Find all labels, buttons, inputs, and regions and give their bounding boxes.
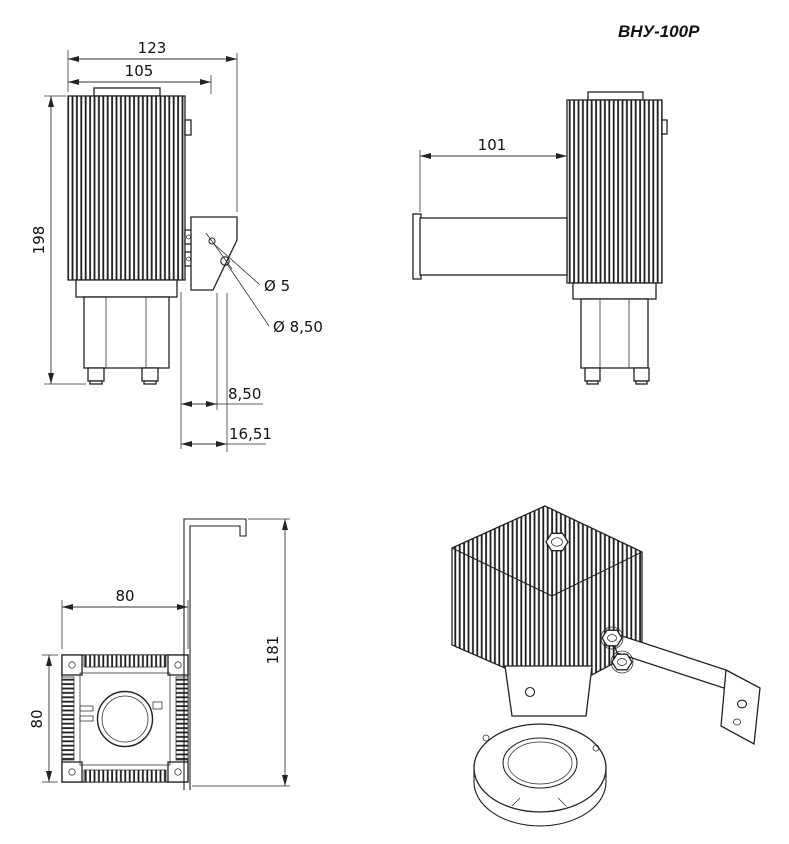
- side-view-body: [566, 91, 668, 385]
- corner-hole: [68, 661, 76, 669]
- isometric-view: [451, 505, 761, 827]
- clamp-bore: [96, 690, 154, 748]
- bottom-view-dimensions: 80 80 181: [28, 518, 290, 787]
- mounting-bracket-side: [190, 216, 238, 291]
- side-view-dimensions: 101: [419, 136, 567, 212]
- front-fin-block: [67, 95, 186, 281]
- dim-height: 198: [30, 226, 48, 255]
- clamp-lug-hole: [592, 744, 600, 752]
- front-view: 123 105 198 Ø 5 Ø 8,50 8,50 16,: [30, 39, 323, 452]
- corner-hole: [174, 768, 182, 776]
- top-hex-bolt: [545, 532, 569, 552]
- front-view-dimensions: 123 105 198 Ø 5 Ø 8,50 8,50 16,: [30, 39, 323, 452]
- hex-bolt: [611, 653, 633, 671]
- front-view-body: [67, 87, 193, 385]
- iso-clamp-ring: [473, 723, 607, 813]
- bottom-view-bracket-profile: [183, 518, 247, 790]
- side-view: 101: [412, 91, 668, 385]
- dim-bottom-depth: 80: [28, 709, 46, 728]
- iso-mount: [504, 665, 593, 717]
- plate-hole: [736, 699, 748, 709]
- dim-hole-large: Ø 8,50: [273, 318, 323, 336]
- side-view-arm: [412, 213, 568, 280]
- dim-hole-offset: 8,50: [228, 385, 261, 403]
- corner-hole: [68, 768, 76, 776]
- drawing-title: ВНУ-100Р: [618, 22, 700, 41]
- bottom-view-body: [61, 654, 189, 783]
- side-fin-block: [566, 99, 663, 284]
- dim-arm-length: 101: [478, 136, 507, 154]
- dim-bracket-height: 181: [264, 636, 282, 665]
- dim-overall-width: 123: [138, 39, 167, 57]
- hex-bolt: [601, 629, 623, 647]
- dim-bottom-width: 80: [115, 587, 134, 605]
- bracket-hole-small: [208, 237, 216, 245]
- front-view-bracket: [190, 216, 238, 291]
- bracket-arm: [419, 217, 568, 276]
- dim-body-width: 105: [125, 62, 154, 80]
- plate-hole: [733, 718, 741, 726]
- bottom-view: 80 80 181: [28, 518, 290, 790]
- clamp-lug-hole: [482, 734, 490, 742]
- dim-bracket-offset: 16,51: [229, 425, 272, 443]
- corner-hole: [174, 661, 182, 669]
- iso-bracket-plate: [720, 668, 761, 746]
- bracket-hole-large: [220, 256, 230, 266]
- dim-hole-small: Ø 5: [264, 277, 290, 295]
